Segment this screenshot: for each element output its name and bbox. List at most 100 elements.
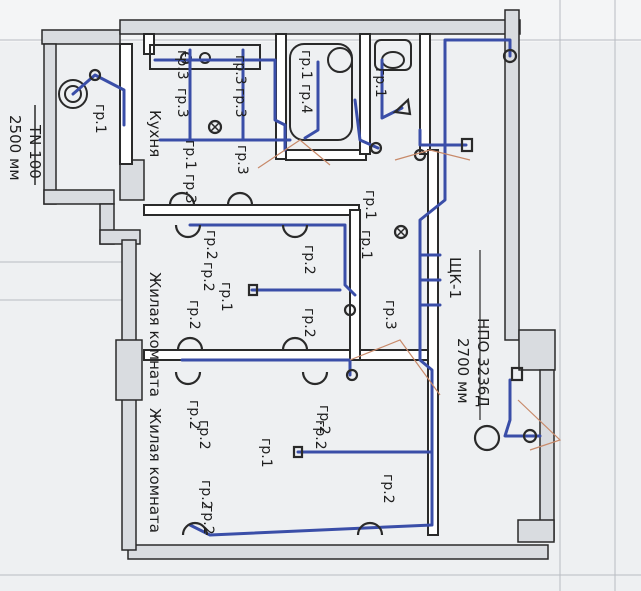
label-kitchen-gr1-gr3: гр.1 гр.3 — [182, 140, 198, 204]
outlet-5-icon — [176, 336, 204, 351]
lamp-point-2-icon — [292, 445, 304, 459]
wire-balcony — [71, 73, 126, 127]
panel-ring-icon — [473, 424, 501, 452]
junction-box-2-icon — [502, 48, 518, 64]
wire-panel — [503, 378, 542, 438]
pencil-mark-2 — [349, 339, 441, 396]
outlet-8-icon — [301, 371, 329, 386]
wall-balcony-bottom — [43, 189, 115, 205]
switch-3-icon — [345, 368, 359, 382]
stove-burner-2-icon — [199, 52, 211, 64]
wall-right-notch — [518, 329, 556, 371]
label-living2-gr2e: гр.2 — [198, 480, 214, 510]
outlet-9-icon — [181, 521, 209, 536]
label-hall-gr1a: гр.1 — [362, 190, 378, 220]
pencil-mark-4 — [394, 149, 471, 161]
outlet-3-icon — [174, 224, 202, 239]
wall-top — [119, 19, 521, 35]
balcony-lamp-icon — [58, 79, 88, 109]
label-living2-gr1: гр.1 — [258, 438, 274, 468]
toilet-tank-icon — [374, 39, 412, 71]
label-bath-gr1-gr4: гр.1 гр.4 — [298, 50, 314, 114]
living1-title: Жилая комната — [146, 272, 164, 397]
label-hall-gr3: гр.3 — [382, 300, 398, 330]
junction-box-icon — [88, 68, 102, 82]
label-kitchen-gr3a: гр.3 — [174, 88, 190, 118]
label-hall-gr1b: гр.1 — [358, 230, 374, 260]
wall-bath-wc — [359, 33, 371, 155]
panel-switch-icon — [510, 366, 524, 382]
fixtures — [58, 39, 412, 141]
outlet-2-icon — [226, 191, 254, 206]
wire-kitchen-top — [153, 58, 287, 152]
wall-bottom — [127, 544, 549, 560]
panel-node-icon — [522, 428, 538, 444]
wire-bath — [303, 60, 320, 140]
panel-model-label: НПО 3236Д — [474, 318, 492, 407]
wall-hall — [427, 149, 439, 536]
pencil-marks — [257, 139, 562, 451]
label-living1-gr2e: гр.2 — [186, 300, 202, 330]
sink-icon — [327, 47, 353, 73]
wall-right-lower — [539, 369, 555, 541]
outlet-icon — [168, 191, 196, 206]
label-living2-gr2c: гр.2 — [196, 420, 212, 450]
outlets — [168, 191, 384, 536]
label-living1-gr2d: гр.2 — [301, 308, 317, 338]
switch-icon — [460, 137, 474, 153]
wc-fan-icon — [392, 97, 412, 116]
pencil-mark-3 — [517, 399, 562, 451]
living2-title: Жилая комната — [146, 408, 164, 533]
label-kitchen-gr3b: гр.3 — [232, 88, 248, 118]
wall-balcony-left — [43, 43, 57, 205]
wall-right-upper — [504, 9, 520, 341]
bathtub-icon — [289, 43, 353, 141]
wall-top-left — [41, 29, 121, 45]
outlet-6-icon — [281, 336, 309, 351]
tn-height-label: 2500 мм — [6, 115, 24, 181]
label-kitchen-gr3d: гр.3 — [174, 50, 190, 80]
label-balcony-gr1: гр.1 — [92, 104, 108, 134]
label-living1-gr1: гр.1 — [218, 282, 234, 312]
kitchen-counter-icon — [149, 44, 261, 70]
panel-label: ЩК-1 — [446, 257, 464, 299]
ceiling-lamp-2-icon — [393, 224, 409, 240]
lamp-point-icon — [247, 283, 259, 297]
label-living1-gr2a: гр.2 — [203, 230, 219, 260]
wall-balcony-kitchen — [119, 43, 133, 165]
wire-living1-top — [188, 223, 357, 297]
wall-kitchen-left — [119, 159, 145, 201]
wire-hall-ticks — [418, 253, 442, 307]
panel-height-label: 2700 мм — [454, 338, 472, 404]
switch-2-icon — [343, 303, 357, 317]
window-pier — [115, 339, 143, 401]
balcony-lamp-inner-icon — [64, 85, 82, 103]
label-living1-gr2c: гр.2 — [200, 262, 216, 292]
label-kitchen-gr3c: гр.3 — [232, 55, 248, 85]
outlet-7-icon — [174, 371, 202, 386]
wall-kitchen-living — [143, 204, 360, 216]
pencil-mark — [257, 139, 331, 169]
wall-corridor — [349, 209, 361, 361]
wall-bath-bottom — [285, 149, 367, 161]
outer-walls — [41, 9, 556, 560]
label-living2-gr2f: гр.2 — [380, 474, 396, 504]
wall-right-bottom-corner — [517, 519, 555, 543]
junction-boxes — [88, 48, 538, 459]
wire-to-junction — [418, 128, 468, 147]
labels: гр.1 гр.3 гр.3 гр.3 гр.3 гр.1 гр.3 гр.3 … — [6, 50, 492, 535]
outlet-4-icon — [281, 224, 309, 239]
outlet-10-icon — [356, 521, 384, 536]
label-living1-gr2b: гр.2 — [301, 245, 317, 275]
kitchen-title: Кухня — [146, 110, 164, 157]
label-kitchen-gr3e: гр.3 — [234, 145, 250, 175]
ceiling-lamp-icon — [207, 119, 223, 135]
label-living2-gr2a: гр.2 — [186, 400, 202, 430]
label-living2-gr2g: гр.2 — [200, 505, 216, 535]
junction-box-3-icon — [369, 141, 383, 155]
label-living2-gr2d: гр.2 — [312, 420, 328, 450]
label-living2-gr2b: гр.2 — [316, 405, 332, 435]
junction-box-4-icon — [413, 148, 427, 162]
